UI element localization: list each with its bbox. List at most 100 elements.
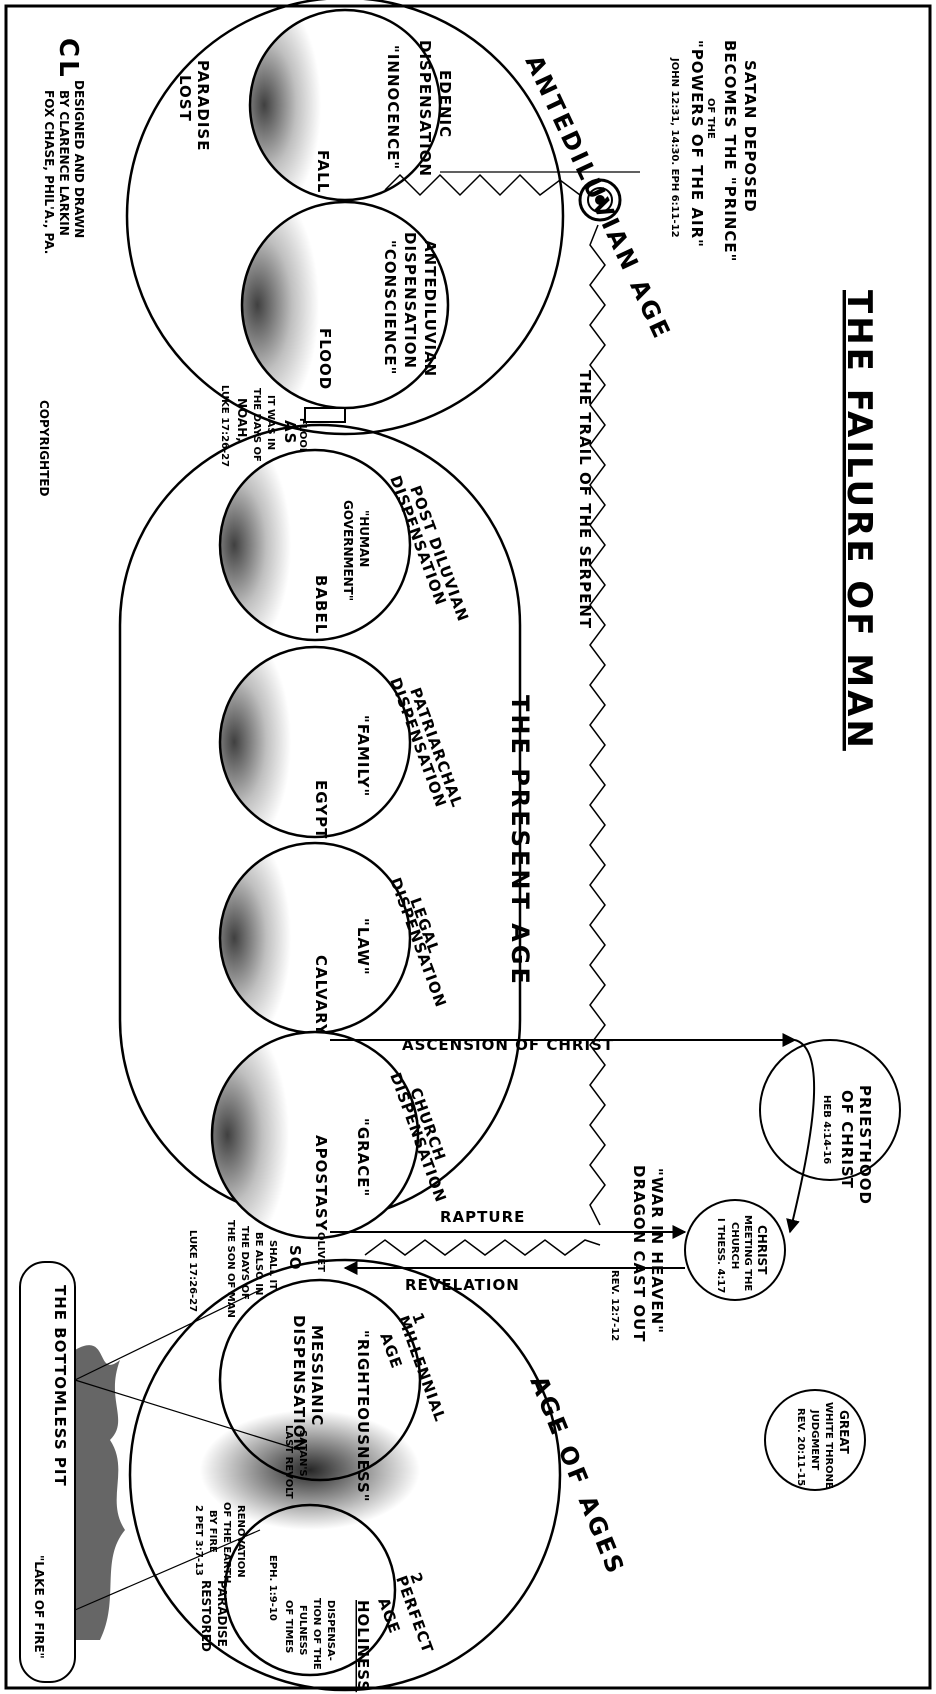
- throne-l1: GREAT: [837, 1410, 851, 1455]
- edenic-test: "INNOCENCE": [384, 45, 402, 170]
- antediluvian-age-circle: [125, 0, 565, 436]
- ark-icon: [304, 407, 346, 423]
- pit-pointer-3: [74, 1529, 261, 1611]
- millennial-disp1: MESSIANIC: [308, 1325, 326, 1426]
- rapture-label: RAPTURE: [440, 1208, 525, 1226]
- meeting-l2: MEETING THE: [742, 1215, 753, 1291]
- edenic-name1: EDENIC: [436, 70, 454, 138]
- meeting-circle: [684, 1199, 786, 1301]
- satan-note-line3: OF THE: [705, 98, 716, 139]
- noah-as: AS: [281, 420, 299, 444]
- perfect-disp4: OF TIMES: [283, 1600, 294, 1653]
- dispensation-antediluvian: ANTEDILUVIAN DISPENSATION "CONSCIENCE" F…: [240, 200, 450, 410]
- throne-ref: REV. 20:11-15: [795, 1408, 806, 1486]
- dispensation-perfect: 2 PERFECT AGE HOLINESS DISPENSA- TION OF…: [223, 1503, 437, 1692]
- noah-ref: LUKE 17:26-27: [219, 385, 230, 467]
- satan-note-line2: BECOMES THE "PRINCE": [721, 40, 739, 262]
- postdiluvian-test: "HUMAN: [357, 510, 371, 567]
- priesthood-l1: PRIESTHOOD: [856, 1085, 874, 1205]
- son-l4: THE SON OF MAN: [225, 1220, 236, 1318]
- renovation-ref: 2 PET 3:7-13: [193, 1505, 204, 1576]
- millennial-test: "RIGHTEOUSNESS": [354, 1330, 372, 1503]
- war-ref: REV. 12:7-12: [609, 1270, 620, 1341]
- renovation-l3: BY FIRE: [207, 1510, 218, 1553]
- paradise-lost-line2: LOST: [176, 75, 194, 122]
- son-l1: SHALL IT: [267, 1240, 278, 1290]
- satan-note-ref: JOHN 12:31, 14:30. EPH 6:11-12: [669, 57, 680, 238]
- edenic-name2: DISPENSATION: [416, 40, 434, 177]
- ascension-label: ASCENSION OF CHRIST: [402, 1036, 614, 1054]
- millennial-l1: MILLENNIAL: [394, 1313, 449, 1424]
- legal-end: CALVARY: [312, 955, 330, 1036]
- meeting-ref: I THESS. 4:17: [715, 1218, 726, 1293]
- copyright: COPYRIGHTED: [37, 400, 51, 496]
- meeting-l3: CHURCH: [729, 1222, 740, 1269]
- dispensation-legal: LEGAL DISPENSATION "LAW" CALVARY: [218, 841, 450, 1036]
- millennial-satan1: SATAN'S: [297, 1430, 308, 1477]
- dispensation-church: CHURCH DISPENSATION "GRACE" APOSTASY: [210, 1030, 450, 1240]
- war-l2: DRAGON CAST OUT: [630, 1165, 648, 1343]
- satan-note-line1: SATAN DEPOSED: [741, 60, 759, 213]
- perfect-l2: AGE: [374, 1595, 404, 1636]
- noah-l1: IT WAS IN: [265, 395, 276, 450]
- meeting-l1: CHRIST: [755, 1225, 769, 1275]
- son-l3: THE DAYS OF: [239, 1226, 250, 1300]
- renovation-l2: OF THE EARTH: [221, 1502, 232, 1583]
- dispensation-edenic: EDENIC DISPENSATION "INNOCENCE" FALL: [248, 8, 454, 202]
- renovation-l1: RENOVATION: [235, 1505, 246, 1578]
- war-l1: "WAR IN HEAVEN": [648, 1168, 666, 1334]
- paradise-restored-l1: PARADISE: [215, 1580, 229, 1647]
- church-end: APOSTASY: [312, 1135, 330, 1232]
- revelation-label: REVELATION: [405, 1276, 520, 1294]
- noah-l3: NOAH,: [235, 398, 249, 442]
- serpent-label: THE TRAIL OF THE SERPENT: [576, 370, 594, 629]
- perfect-disp3: FULNESS: [297, 1605, 308, 1655]
- throne-l2: WHITE THRONE: [823, 1402, 834, 1489]
- credit-l2: BY CLARENCE LARKIN: [57, 90, 71, 236]
- pit-l2: "LAKE OF FIRE": [32, 1555, 46, 1659]
- serpent-trail-eden: [384, 173, 581, 197]
- patriarchal-test: "FAMILY": [354, 715, 372, 797]
- millennial-disp2: DISPENSATION: [290, 1315, 308, 1452]
- priesthood-ref: HEB 4:14-16: [821, 1095, 832, 1164]
- credit-l3: FOX CHASE, PHIL'A., PA.: [42, 90, 56, 254]
- renovation-fire: [200, 1410, 420, 1530]
- son-olivet: OLIVET: [315, 1232, 326, 1272]
- antediluvian-name2: DISPENSATION: [401, 232, 419, 369]
- postdiluvian-test2: GOVERNMENT": [341, 500, 355, 601]
- outer-border: [4, 4, 932, 1690]
- antediluvian-name1: ANTEDILUVIAN: [421, 240, 439, 377]
- dispensation-post-diluvian: POST DILUVIAN DISPENSATION "HUMAN GOVERN…: [218, 448, 472, 642]
- antediluvian-end: FLOOD: [316, 328, 334, 390]
- present-age-label: THE PRESENT AGE: [506, 695, 534, 987]
- age-of-ages-label: AGE OF AGES: [524, 1372, 630, 1580]
- son-l2: BE ALSO IN: [253, 1232, 264, 1295]
- son-ref: LUKE 17:26-27: [187, 1230, 198, 1312]
- monogram-icon: CL: [53, 38, 83, 80]
- paradise-lost-line1: PARADISE: [194, 60, 212, 151]
- edenic-end: FALL: [314, 150, 332, 193]
- pit-pointer-2: [74, 1379, 301, 1451]
- diagram-title: THE FAILURE OF MAN: [839, 290, 879, 751]
- serpent-trail: [589, 224, 606, 1226]
- serpent-trail-olivet: [364, 1239, 601, 1256]
- throne-l3: JUDGMENT: [809, 1409, 820, 1471]
- dispensation-patriarchal: PATRIARCHAL DISPENSATION "FAMILY" EGYPT: [218, 645, 466, 839]
- age-of-ages-circle: [128, 1258, 562, 1692]
- antediluvian-test: "CONSCIENCE": [381, 240, 399, 375]
- perfect-test: HOLINESS: [354, 1600, 372, 1692]
- priesthood-l2: OF CHRIST: [838, 1090, 856, 1189]
- perfect-disp2: TION OF THE: [311, 1598, 322, 1670]
- pit-l1: THE BOTTOMLESS PIT: [51, 1285, 69, 1487]
- postdiluvian-end: BABEL: [312, 575, 330, 634]
- perfect-ref: EPH. 1:9-10: [267, 1555, 278, 1621]
- legal-test: "LAW": [354, 918, 372, 976]
- millennial-satan2: LAST REVOLT: [283, 1425, 294, 1499]
- patriarchal-end: EGYPT: [312, 780, 330, 839]
- great-throne-circle: [764, 1389, 866, 1491]
- priesthood-return-arrow: [786, 1039, 816, 1234]
- noah-l2: THE DAYS OF: [251, 388, 262, 462]
- noah-flood: FLOOD: [297, 418, 308, 456]
